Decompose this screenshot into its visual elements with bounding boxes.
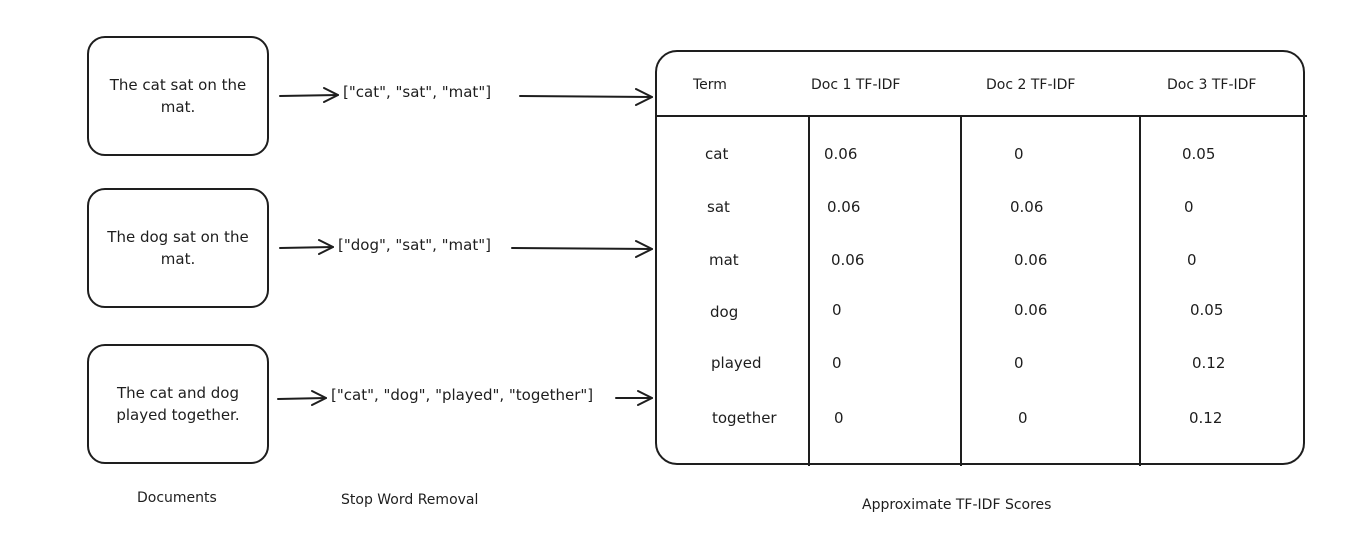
table-cell: 0 [832,354,842,372]
document-text-3: The cat and dog played together. [116,384,240,424]
table-cell: 0.05 [1182,145,1216,163]
table-column-divider-2 [960,116,962,466]
table-cell: 0 [832,301,842,319]
table-cell: 0 [834,409,844,427]
table-cell: 0 [1184,198,1194,216]
table-cell: 0.05 [1190,301,1224,319]
document-box-3: The cat and dog played together. [87,344,269,464]
table-header-term: Term [693,77,727,93]
table-header-doc2: Doc 2 TF-IDF [986,77,1076,93]
document-box-2: The dog sat on the mat. [87,188,269,308]
token-list-3: ["cat", "dog", "played", "together"] [331,386,594,404]
tfidf-table [655,50,1305,465]
arrow-tokens1-to-table [519,95,653,98]
arrow-tokens2-to-table [511,247,653,250]
table-cell: dog [710,303,739,321]
table-cell: sat [707,198,730,216]
table-cell: 0 [1014,145,1024,163]
table-cell: mat [709,251,739,269]
table-cell: 0.06 [824,145,858,163]
table-cell: cat [705,145,729,163]
document-box-1: The cat sat on the mat. [87,36,269,156]
arrow-doc2-to-tokens [279,246,334,249]
token-list-1: ["cat", "sat", "mat"] [343,83,492,101]
table-cell: 0 [1018,409,1028,427]
table-cell: 0 [1187,251,1197,269]
table-cell: played [711,354,762,372]
token-list-2: ["dog", "sat", "mat"] [338,236,491,254]
table-header-divider [655,115,1307,117]
table-cell: 0.06 [827,198,861,216]
caption-stop-word-removal: Stop Word Removal [341,492,479,508]
table-cell: 0.12 [1192,354,1226,372]
table-header-doc3: Doc 3 TF-IDF [1167,77,1257,93]
document-text-1: The cat sat on the mat. [109,76,247,116]
caption-tfidf-scores: Approximate TF-IDF Scores [862,497,1052,513]
arrow-doc3-to-tokens [277,397,327,400]
table-column-divider-3 [1139,116,1141,466]
document-text-2: The dog sat on the mat. [107,228,249,268]
arrow-doc1-to-tokens [279,94,339,97]
table-cell: together [712,409,777,427]
table-cell: 0.06 [831,251,865,269]
table-cell: 0.06 [1014,301,1048,319]
table-cell: 0.12 [1189,409,1223,427]
table-cell: 0.06 [1010,198,1044,216]
table-column-divider-1 [808,116,810,466]
table-cell: 0 [1014,354,1024,372]
caption-documents: Documents [137,490,217,506]
table-header-doc1: Doc 1 TF-IDF [811,77,901,93]
table-cell: 0.06 [1014,251,1048,269]
